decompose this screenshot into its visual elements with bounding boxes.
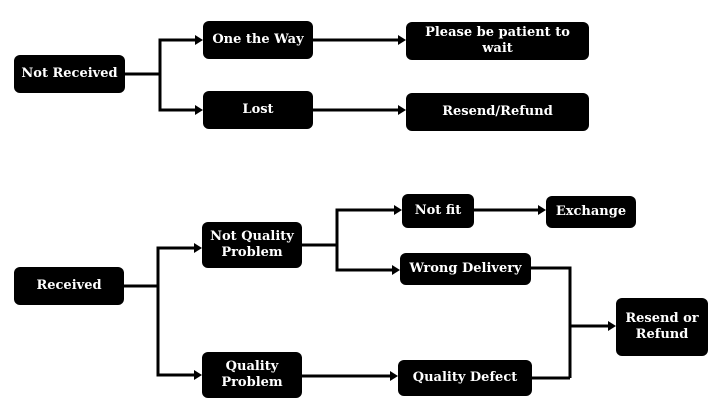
node-label: Quality Defect	[412, 370, 518, 385]
node-label: One the Way	[212, 32, 304, 47]
arrowhead-resend-or-refund	[608, 321, 616, 331]
connector-branch-to-not-fit	[335, 208, 394, 245]
node-label: Resend or Refund	[625, 311, 699, 342]
arrowhead-exchange	[538, 205, 546, 215]
node-on-the-way: One the Way	[203, 21, 313, 59]
connector-branch-to-not-quality	[156, 246, 194, 286]
node-received: Received	[14, 267, 124, 305]
node-label: Please be patient to wait	[425, 25, 570, 56]
node-please-wait: Please be patient to wait	[406, 22, 589, 60]
node-resend-refund: Resend/Refund	[406, 93, 589, 131]
node-label: Not fit	[414, 203, 462, 218]
connector-branch-to-wrong-delivery	[335, 245, 393, 272]
node-exchange: Exchange	[546, 196, 636, 228]
node-not-fit: Not fit	[402, 194, 474, 228]
node-not-received: Not Received	[14, 55, 125, 93]
arrowhead-on-the-way	[195, 35, 203, 45]
node-label: Wrong Delivery	[409, 261, 522, 276]
arrowhead-wrong-delivery	[392, 265, 400, 275]
connector-wrong-delivery-merge	[531, 266, 572, 378]
node-lost: Lost	[203, 91, 313, 129]
node-label: Not Quality Problem	[210, 229, 294, 260]
arrowhead-lost	[195, 105, 203, 115]
connector-branch-to-lost	[158, 74, 196, 112]
connector-branch-to-on-the-way	[158, 38, 196, 74]
node-not-quality-problem: Not Quality Problem	[202, 222, 302, 268]
node-resend-or-refund: Resend or Refund	[616, 298, 708, 356]
node-label: Quality Problem	[221, 359, 283, 390]
arrowhead-resend-refund	[398, 105, 406, 115]
arrowhead-quality	[194, 370, 202, 380]
connector-branch-to-quality	[156, 286, 194, 377]
node-quality-defect: Quality Defect	[398, 360, 532, 396]
node-quality-problem: Quality Problem	[202, 352, 302, 398]
arrowhead-not-fit	[394, 205, 402, 215]
arrowhead-not-quality	[194, 243, 202, 253]
arrowhead-quality-defect	[390, 371, 398, 381]
node-label: Received	[36, 278, 102, 293]
node-label: Resend/Refund	[442, 104, 553, 119]
node-label: Exchange	[555, 204, 627, 219]
node-wrong-delivery: Wrong Delivery	[400, 253, 531, 285]
node-label: Not Received	[21, 66, 118, 81]
node-label: Lost	[242, 102, 274, 117]
arrowhead-please-wait	[398, 35, 406, 45]
